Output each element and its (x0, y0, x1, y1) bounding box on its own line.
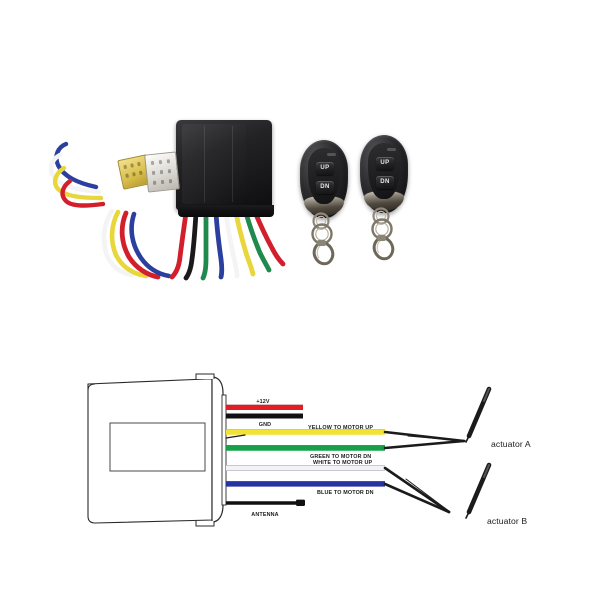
remote-1-dn-button[interactable]: DN (316, 181, 334, 194)
wire-green-label: GREEN TO MOTOR DN (310, 454, 371, 460)
wire-blue-label: BLUE TO MOTOR DN (317, 490, 374, 496)
remote-2[interactable]: UP DN (360, 135, 408, 261)
wire-antenna-label: ANTENNA (251, 512, 278, 518)
wire-white-label: WHITE TO MOTOR UP (313, 460, 373, 466)
remote-2-up-button[interactable]: UP (376, 157, 394, 170)
wire-group (226, 404, 385, 506)
remote-2-face: UP DN (368, 143, 400, 199)
harness-wires (48, 141, 286, 281)
control-module-body (176, 120, 272, 210)
control-box-outline (87, 373, 227, 527)
wire-yellow-label: YELLOW TO MOTOR UP (308, 425, 373, 431)
remote-1-face: UP DN (308, 148, 340, 204)
product-photo: UP DN UP DN (0, 95, 600, 295)
remote-2-dn-button[interactable]: DN (376, 176, 394, 189)
actuator-a-label: actuator A (491, 439, 531, 449)
wire-gnd-label: GND (259, 422, 271, 428)
remote-1[interactable]: UP DN (300, 140, 348, 266)
actuator-b-label: actuator B (487, 516, 527, 526)
remote-1-up-button[interactable]: UP (316, 162, 334, 175)
remote-1-keyring (311, 212, 335, 266)
white-connector (144, 151, 180, 193)
remote-2-keyring (371, 207, 395, 261)
wire-12v-label: +12V (256, 399, 270, 405)
actuator-rods (465, 386, 492, 519)
wiring-diagram: +12V GND YELLOW TO MOTOR UP GREEN TO MOT… (0, 355, 600, 555)
remote-2-led-icon (387, 148, 396, 151)
remote-1-led-icon (327, 153, 336, 156)
remote-2-chrome (364, 191, 404, 211)
actuator-link-lines (225, 430, 467, 514)
remote-1-chrome (304, 196, 344, 216)
control-module-base (178, 205, 274, 217)
wiring-diagram-svg: +12V GND YELLOW TO MOTOR UP GREEN TO MOT… (87, 373, 531, 527)
